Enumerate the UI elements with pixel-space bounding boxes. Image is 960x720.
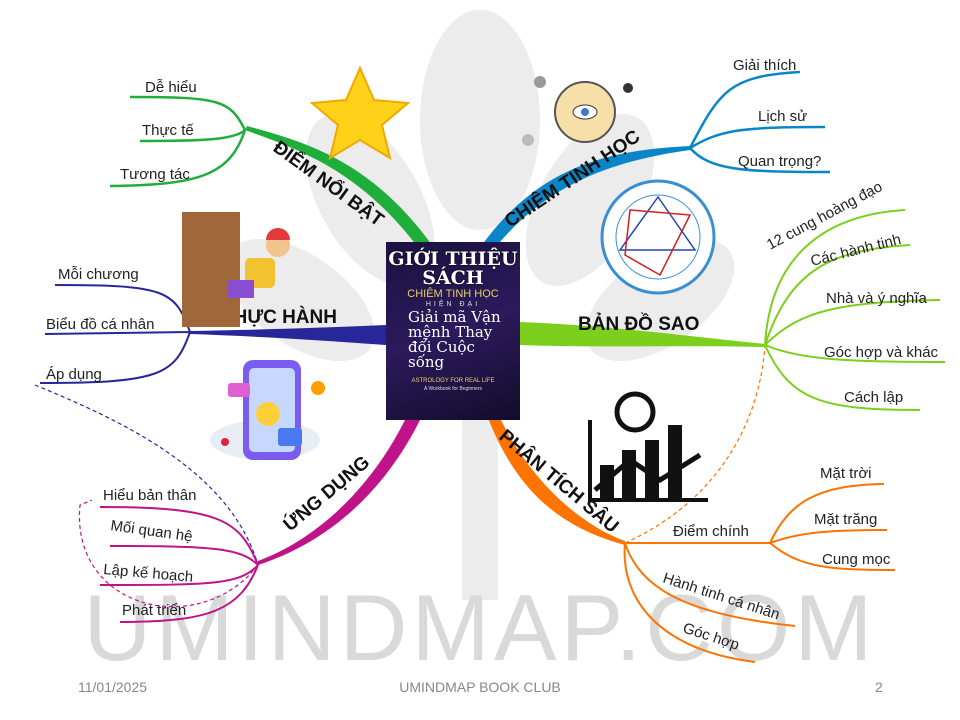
sub-item[interactable]: Giải thích — [733, 57, 796, 74]
relation-dashed-practice — [34, 384, 259, 566]
sub-item[interactable]: Mặt trăng — [814, 511, 877, 528]
sub-item[interactable]: Cách lập — [844, 389, 903, 406]
sub-item[interactable]: Tương tác — [120, 166, 190, 183]
sub-item[interactable]: Áp dụng — [46, 366, 102, 383]
climber-icon — [182, 212, 290, 327]
sub-item[interactable]: Quan trọng? — [738, 153, 821, 170]
sub-item[interactable]: Mối quan hệ — [109, 517, 193, 545]
book-subtitle2: HIỆN ĐẠI — [425, 301, 481, 308]
branch-practice[interactable]: THỰC HÀNH Mỗi chương Biểu đồ cá nhân Áp … — [39, 266, 386, 384]
zodiac-wheel-icon — [522, 76, 633, 146]
book-english-title: ASTROLOGY FOR REAL LIFE — [411, 378, 495, 384]
sub-item[interactable]: Cung mọc — [822, 551, 891, 568]
branch-label: THỰC HÀNH — [222, 306, 337, 328]
sub-item[interactable]: Biểu đồ cá nhân — [46, 316, 154, 333]
watermark-text: UMINDMAP.COM — [83, 575, 876, 680]
book-english-subtitle: A Workbook for Beginners — [424, 386, 482, 392]
sub-item[interactable]: Điểm chính — [673, 523, 749, 540]
social-phone-icon — [210, 360, 325, 460]
natal-chart-icon — [600, 179, 716, 295]
footer-title: UMINDMAP BOOK CLUB — [399, 679, 561, 695]
sub-item[interactable]: Hiểu bản thân — [103, 487, 196, 504]
sub-item[interactable]: Các hành tinh — [809, 231, 903, 270]
book-cover[interactable]: GIỚI THIỆU SÁCH CHIÊM TINH HỌC HIỆN ĐẠI … — [386, 242, 520, 420]
book-cursive-title: Giải mã Vận mệnh Thay đổi Cuộc sống — [408, 308, 501, 371]
sub-item[interactable]: Mỗi chương — [58, 266, 139, 283]
sub-item[interactable]: Phát triển — [122, 602, 186, 619]
center-title: GIỚI THIỆU SÁCH — [388, 248, 518, 289]
branch-chart[interactable]: BẢN ĐỒ SAO 12 cung hoàng đạo Các hành ti… — [520, 178, 946, 411]
growth-chart-icon — [588, 391, 708, 502]
sub-item[interactable]: Góc hợp và khác — [824, 344, 939, 361]
sub-item[interactable]: Nhà và ý nghĩa — [826, 290, 928, 307]
sub-item[interactable]: Lịch sử — [758, 108, 807, 125]
relation-dashed-analysis — [624, 344, 766, 544]
relation-dashed-application — [78, 499, 259, 608]
footer-page-number: 2 — [875, 679, 883, 695]
footer-date: 11/01/2025 — [78, 679, 148, 695]
star-icon — [309, 65, 411, 161]
branch-label: BẢN ĐỒ SAO — [578, 313, 699, 335]
sub-item[interactable]: Thực tế — [142, 122, 194, 139]
book-subtitle: CHIÊM TINH HỌC — [407, 288, 499, 300]
sub-item[interactable]: Mặt trời — [820, 465, 872, 482]
sub-item[interactable]: Dễ hiểu — [145, 79, 197, 96]
